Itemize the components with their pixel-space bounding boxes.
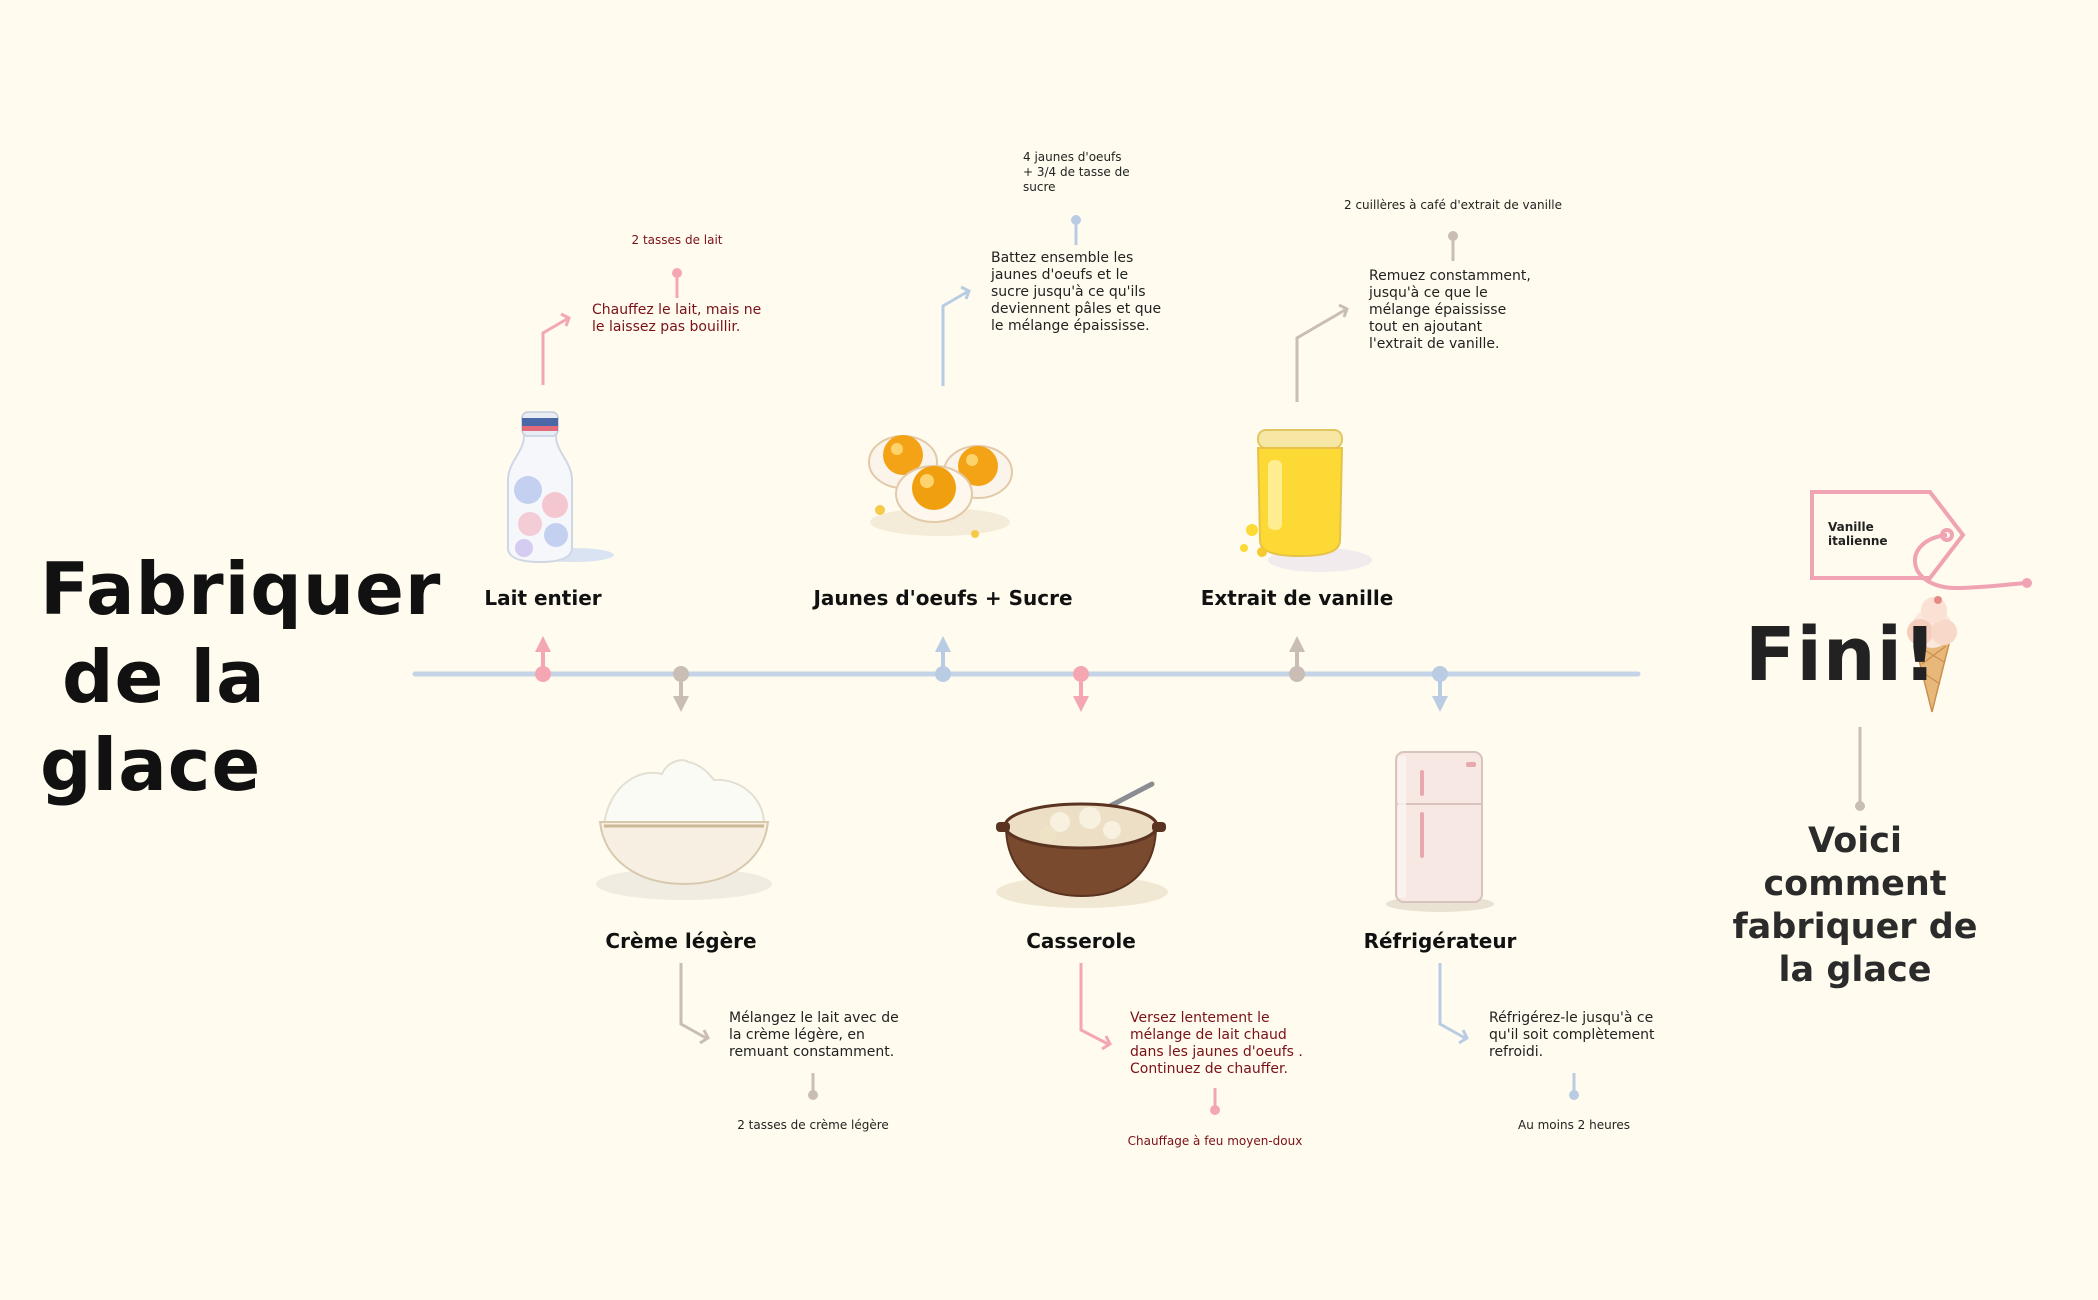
step-5-note: Remuez constamment, jusqu'à ce que le mé… <box>1369 268 1531 352</box>
step-3-marker <box>935 636 951 682</box>
price-tag-icon <box>1810 490 2028 591</box>
step-1-note: Chauffez le lait, mais ne le laissez pas… <box>592 302 762 335</box>
step-3-note: Battez ensemble les jaunes d'oeufs et le… <box>991 250 1162 334</box>
step-2-detail: 2 tasses de crème légère <box>737 1118 889 1132</box>
vanilla-jar-icon <box>1240 429 1372 572</box>
step-3-connector <box>941 222 1078 386</box>
page-title-line-3: glace <box>40 723 262 807</box>
step-5-marker <box>1289 636 1305 682</box>
step-2-note: Mélangez le lait avec de la crème légère… <box>729 1010 899 1060</box>
ice-cream-cone-icon <box>1907 596 1957 713</box>
step-1-label: Lait entier <box>484 586 602 610</box>
step-6-note: Réfrigérez-le jusqu'à ce qu'il soit comp… <box>1489 1010 1655 1060</box>
step-1-marker <box>535 636 551 682</box>
step-4-detail: Chauffage à feu moyen-doux <box>1127 1134 1303 1148</box>
refrigerator-icon <box>1386 751 1494 912</box>
step-1-connector <box>541 275 679 385</box>
step-6-connector <box>1438 963 1576 1093</box>
step-5-detail: 2 cuillères à café d'extrait de vanille <box>1344 198 1562 212</box>
saucepan-icon <box>996 781 1168 908</box>
step-6-marker <box>1432 666 1448 712</box>
step-6-label: Réfrigérateur <box>1363 929 1517 953</box>
finish-subtitle: Voici comment fabriquer de la glace <box>1732 821 1978 990</box>
whipped-cream-bowl-icon <box>596 759 772 900</box>
step-4-marker <box>1073 666 1089 712</box>
eggs-icon <box>868 435 1013 538</box>
step-3-label: Jaunes d'oeufs + Sucre <box>813 586 1073 610</box>
step-2-connector <box>679 963 815 1093</box>
step-4-connector <box>1079 963 1217 1108</box>
step-3-detail: 4 jaunes d'oeufs + 3/4 de tasse de sucre <box>1023 150 1130 194</box>
milk-bottle-icon <box>507 411 614 564</box>
finish-tag-text: Vanille italienne <box>1828 520 1888 548</box>
page-title: Fabriquer de la glace <box>40 545 442 809</box>
step-2-marker <box>673 666 689 712</box>
page-title-line-2: de la <box>62 635 266 719</box>
step-5-label: Extrait de vanille <box>1200 586 1394 610</box>
step-4-note: Versez lentement le mélange de lait chau… <box>1130 1010 1303 1077</box>
finish-title: Fini! <box>1745 612 1938 698</box>
step-2-label: Crème légère <box>605 929 757 953</box>
page-title-line-1: Fabriquer <box>40 547 442 631</box>
step-1-detail: 2 tasses de lait <box>631 233 723 247</box>
finish-connector <box>1855 727 1865 811</box>
step-5-connector <box>1295 238 1455 402</box>
step-4-label: Casserole <box>1026 929 1136 953</box>
step-6-detail: Au moins 2 heures <box>1517 1118 1631 1132</box>
